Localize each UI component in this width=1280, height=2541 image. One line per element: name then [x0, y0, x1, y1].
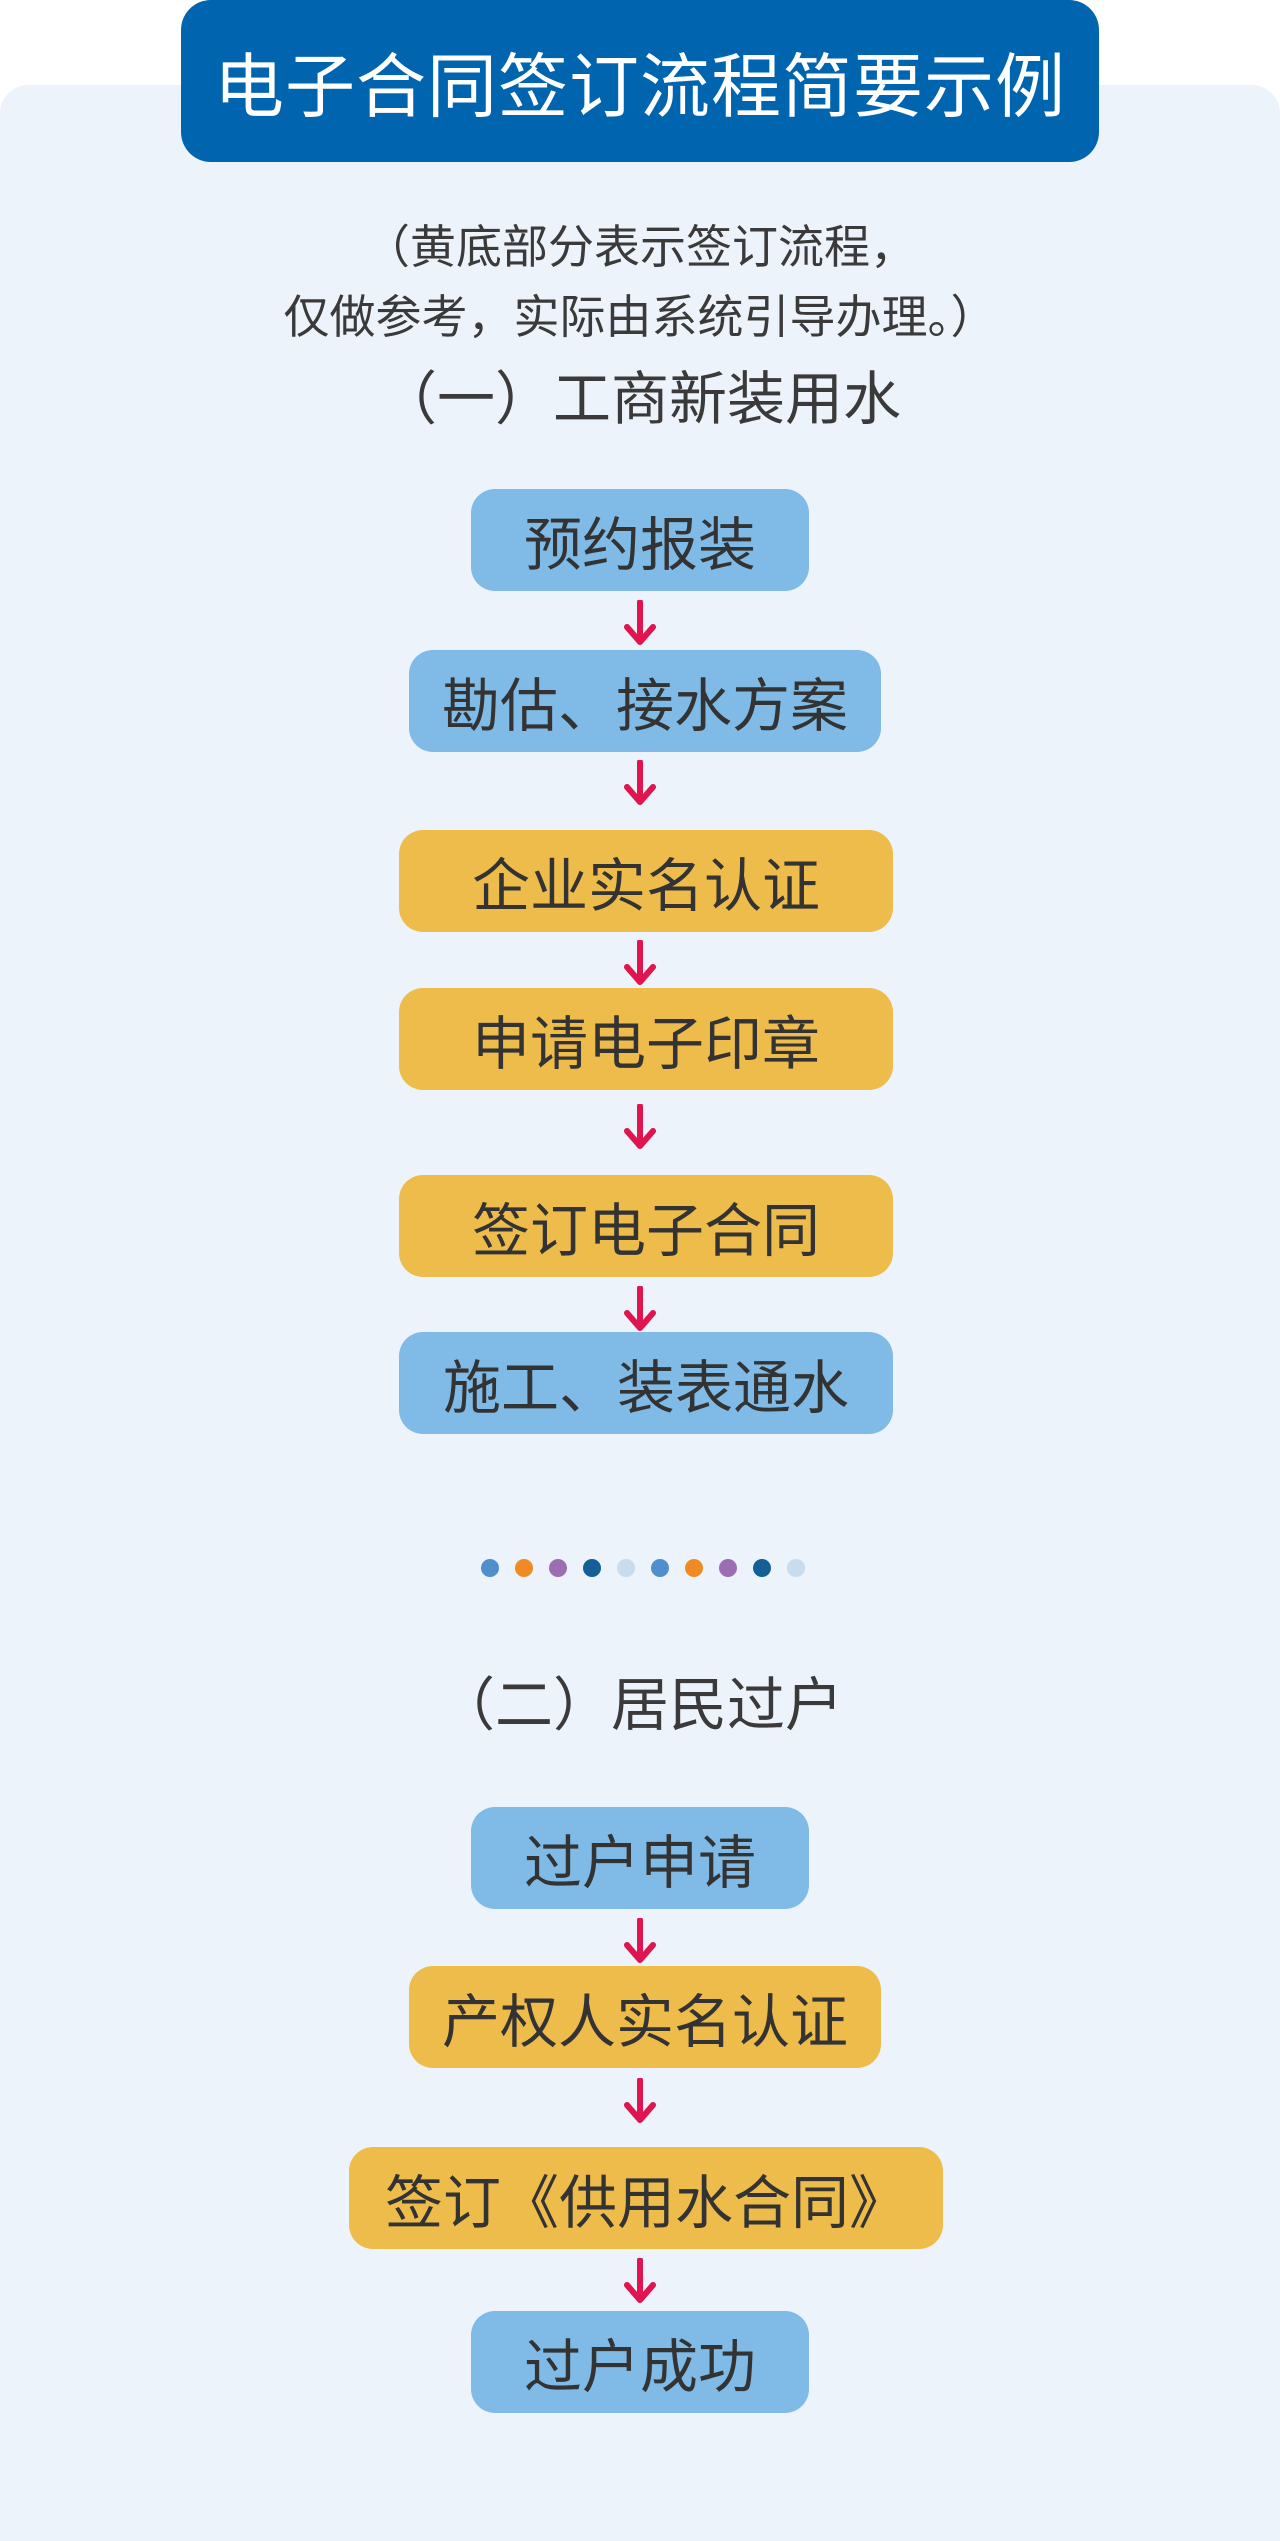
- flow-step-1-1: 预约报装: [471, 489, 809, 591]
- divider-dot: [753, 1559, 771, 1577]
- flow-step-2-1: 过户申请: [471, 1807, 809, 1909]
- flow-step-2-4: 过户成功: [471, 2311, 809, 2413]
- arrow-down-icon: [624, 760, 656, 805]
- note-line-1: （黄底部分表示签订流程，: [364, 220, 916, 274]
- section-2-title: （二）居民过户: [436, 1671, 843, 1739]
- arrow-down-icon: [624, 1918, 656, 1963]
- divider-dot: [583, 1559, 601, 1577]
- page-title: 电子合同签订流程简要示例: [181, 0, 1099, 162]
- divider-dot: [549, 1559, 567, 1577]
- dot-divider: [0, 1557, 1280, 1579]
- section-1-title: （一）工商新装用水: [378, 365, 901, 433]
- flow-step-1-3: 企业实名认证: [399, 830, 893, 932]
- divider-dot: [685, 1559, 703, 1577]
- divider-dot: [515, 1559, 533, 1577]
- flow-step-1-6: 施工、装表通水: [399, 1332, 893, 1434]
- flow-step-2-3: 签订《供用水合同》: [349, 2147, 943, 2249]
- note-line-2: 仅做参考，实际由系统引导办理。）: [283, 290, 997, 344]
- flow-step-1-5: 签订电子合同: [399, 1175, 893, 1277]
- flow-step-1-2: 勘估、接水方案: [409, 650, 881, 752]
- arrow-down-icon: [624, 2078, 656, 2123]
- divider-dot: [481, 1559, 499, 1577]
- flow-step-1-4: 申请电子印章: [399, 988, 893, 1090]
- flow-step-2-2: 产权人实名认证: [409, 1966, 881, 2068]
- arrow-down-icon: [624, 1104, 656, 1149]
- arrow-down-icon: [624, 940, 656, 985]
- arrow-down-icon: [624, 2258, 656, 2303]
- divider-dot: [719, 1559, 737, 1577]
- arrow-down-icon: [624, 1286, 656, 1331]
- divider-dot: [787, 1559, 805, 1577]
- divider-dot: [617, 1559, 635, 1577]
- arrow-down-icon: [624, 600, 656, 645]
- divider-dot: [651, 1559, 669, 1577]
